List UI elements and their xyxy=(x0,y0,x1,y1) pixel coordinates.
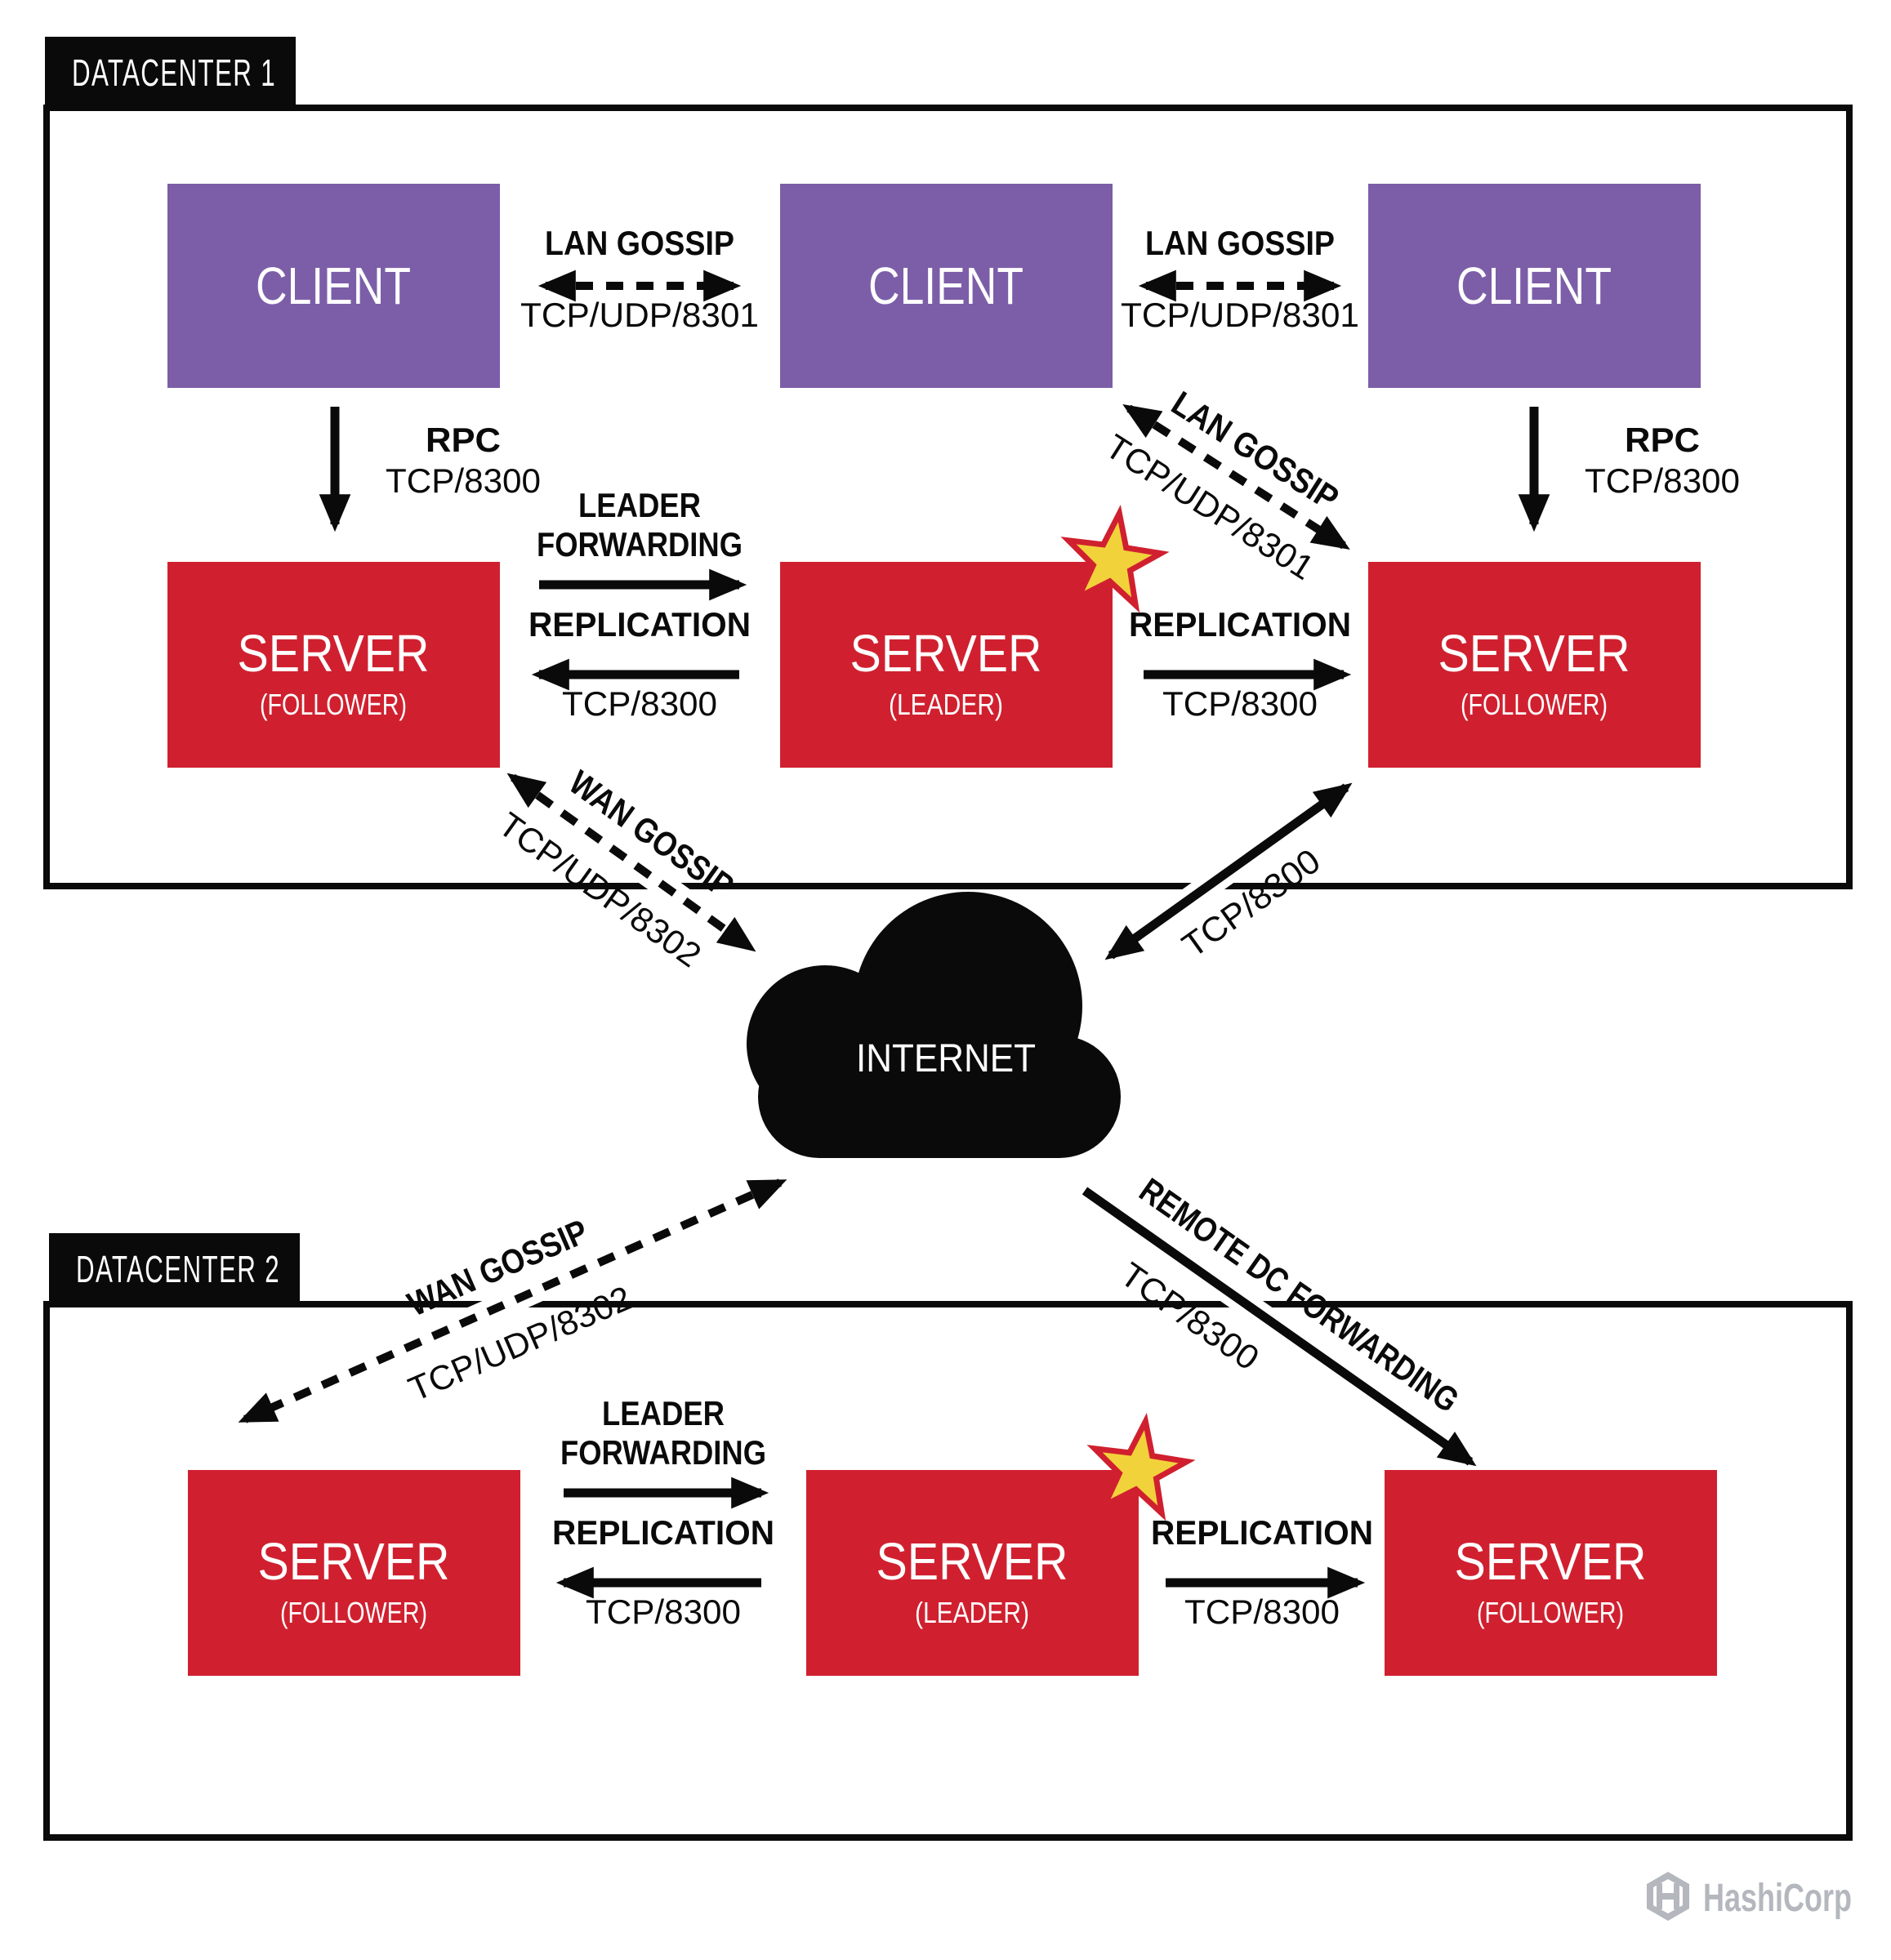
leader-forwarding-line2: FORWARDING xyxy=(537,525,743,564)
client-label: CLIENT xyxy=(1456,256,1612,315)
dc2-replication-right: REPLICATION TCP/8300 xyxy=(1151,1513,1373,1631)
server-label: SERVER xyxy=(258,1532,450,1591)
hashicorp-hexagon-icon xyxy=(1647,1872,1689,1921)
replication-label: REPLICATION xyxy=(1129,605,1351,644)
replication-label: REPLICATION xyxy=(528,605,751,644)
server-role: (FOLLOWER) xyxy=(260,688,407,721)
replication-port: TCP/8300 xyxy=(562,684,717,723)
dc2-server-follower-1: SERVER (FOLLOWER) xyxy=(188,1470,520,1676)
server-box xyxy=(806,1470,1139,1676)
datacenter1-label-box xyxy=(45,37,296,108)
dc2-server-follower-2: SERVER (FOLLOWER) xyxy=(1385,1470,1717,1676)
cloud-icon xyxy=(758,1036,1121,1158)
rpc-port: TCP/8300 xyxy=(386,461,541,500)
server-box xyxy=(167,562,500,768)
server-label: SERVER xyxy=(850,624,1042,683)
server-box xyxy=(780,562,1113,768)
rpc-label: RPC xyxy=(426,421,501,459)
hashicorp-logo: HashiCorp xyxy=(1647,1872,1852,1921)
lan-gossip-2: LAN GOSSIP TCP/UDP/8301 xyxy=(1121,224,1359,334)
dc2-server-leader: SERVER (LEADER) xyxy=(806,1470,1139,1676)
rpc-label: RPC xyxy=(1625,421,1700,459)
dc1-server-follower-2: SERVER (FOLLOWER) xyxy=(1368,562,1701,768)
lan-gossip-port: TCP/UDP/8301 xyxy=(520,296,759,334)
wan-gossip-1-arrow xyxy=(506,773,756,952)
rpc-left: RPC TCP/8300 xyxy=(319,407,541,532)
server-label: SERVER xyxy=(238,624,430,683)
client-box xyxy=(1368,184,1701,388)
datacenter2-title: DATACENTER 2 xyxy=(76,1248,280,1290)
server-box xyxy=(1368,562,1701,768)
wan-gossip-2-arrow xyxy=(238,1178,787,1423)
datacenter1-frame xyxy=(43,105,1853,889)
server-box xyxy=(1385,1470,1717,1676)
dc1-replication-right: REPLICATION TCP/8300 xyxy=(1129,605,1352,723)
server-box xyxy=(188,1470,520,1676)
dc1-server-leader: SERVER (LEADER) xyxy=(780,562,1113,768)
datacenter1-label: DATACENTER 1 xyxy=(45,37,296,108)
dc2-leader-forwarding: LEADER FORWARDING xyxy=(560,1394,769,1509)
lan-gossip-diagonal-arrow xyxy=(1122,404,1350,550)
server-role: (LEADER) xyxy=(915,1596,1029,1629)
leader-forwarding-line1: LEADER xyxy=(602,1394,725,1432)
dc1-replication-left: REPLICATION TCP/8300 xyxy=(528,605,751,723)
replication-port: TCP/8300 xyxy=(1162,684,1318,723)
leader-star-icon xyxy=(1060,505,1170,613)
client-box xyxy=(167,184,500,388)
remote-dc-forwarding-arrow xyxy=(1082,1187,1477,1467)
leader-star-icon xyxy=(1086,1413,1196,1521)
client-label: CLIENT xyxy=(868,256,1024,315)
server-role: (LEADER) xyxy=(889,688,1003,721)
client-label: CLIENT xyxy=(256,256,411,315)
server-label: SERVER xyxy=(1455,1532,1647,1591)
server-label: SERVER xyxy=(1438,624,1630,683)
datacenter2-frame xyxy=(43,1301,1853,1841)
dc1-client-2: CLIENT xyxy=(780,184,1113,388)
internet-cloud: INTERNET xyxy=(747,892,1121,1158)
server-role: (FOLLOWER) xyxy=(280,1596,427,1629)
datacenter2-label: DATACENTER 2 xyxy=(49,1233,300,1304)
replication-port: TCP/8300 xyxy=(1184,1592,1340,1631)
rpc-port: TCP/8300 xyxy=(1585,461,1740,500)
lan-gossip-label: LAN GOSSIP xyxy=(545,224,734,262)
dc1-client-1: CLIENT xyxy=(167,184,500,388)
internet-label: INTERNET xyxy=(856,1037,1036,1080)
server-role: (FOLLOWER) xyxy=(1461,688,1608,721)
server-role: (FOLLOWER) xyxy=(1477,1596,1624,1629)
replication-port: TCP/8300 xyxy=(586,1592,741,1631)
lan-gossip-port: TCP/UDP/8301 xyxy=(1121,296,1359,334)
client-box xyxy=(780,184,1113,388)
tcp8300-diagonal-arrow xyxy=(1104,782,1353,960)
lan-gossip-1: LAN GOSSIP TCP/UDP/8301 xyxy=(520,224,759,334)
dc2-replication-left: REPLICATION TCP/8300 xyxy=(552,1513,774,1631)
leader-forwarding-line1: LEADER xyxy=(578,486,701,524)
dc1-server-follower-1: SERVER (FOLLOWER) xyxy=(167,562,500,768)
replication-label: REPLICATION xyxy=(1151,1513,1373,1552)
rpc-right: RPC TCP/8300 xyxy=(1518,407,1740,532)
dc1-leader-forwarding: LEADER FORWARDING xyxy=(537,486,747,601)
lan-gossip-label: LAN GOSSIP xyxy=(1145,224,1335,262)
datacenter1-title: DATACENTER 1 xyxy=(72,51,276,94)
dc1-client-3: CLIENT xyxy=(1368,184,1701,388)
server-label: SERVER xyxy=(876,1532,1068,1591)
leader-forwarding-line2: FORWARDING xyxy=(560,1433,766,1472)
hashicorp-wordmark: HashiCorp xyxy=(1703,1877,1852,1920)
replication-label: REPLICATION xyxy=(552,1513,774,1552)
